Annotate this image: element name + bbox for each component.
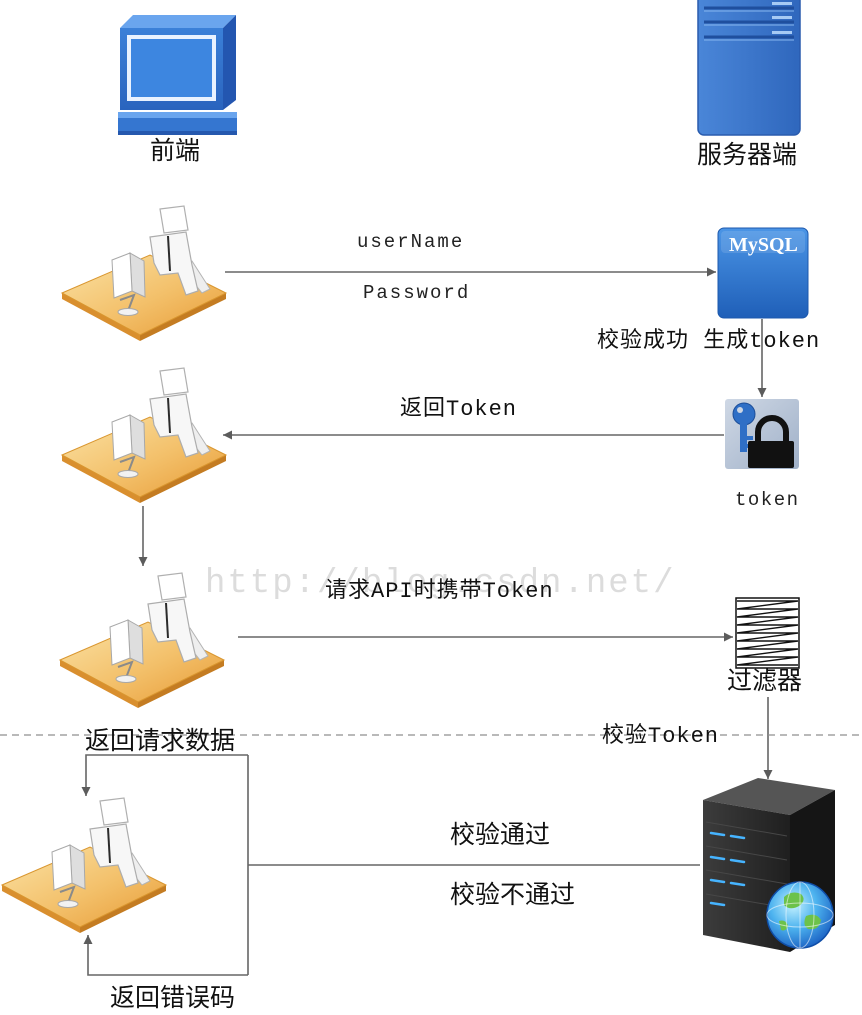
watermark-text: http://blog.csdn.net/ bbox=[205, 565, 676, 603]
return-error-label: 返回错误码 bbox=[110, 983, 236, 1012]
filter-icon bbox=[735, 597, 800, 669]
user-desk-icon bbox=[59, 572, 225, 709]
frontend-label: 前端 bbox=[150, 136, 201, 165]
user-desk-icon bbox=[1, 797, 167, 934]
arrow-return-data bbox=[81, 754, 248, 796]
token-label: token bbox=[735, 489, 800, 511]
username-label: userName bbox=[357, 231, 465, 253]
filter-label: 过滤器 bbox=[727, 666, 803, 695]
key-lock-icon bbox=[725, 399, 799, 469]
globe-icon bbox=[766, 881, 834, 949]
mysql-label: MySQL bbox=[729, 234, 798, 256]
return-token-label: 返回Token bbox=[400, 397, 518, 422]
status-led-icons bbox=[709, 831, 746, 907]
verify-fail-label: 校验不通过 bbox=[450, 880, 576, 909]
request-api-label: 请求API时携带Token bbox=[325, 579, 554, 604]
arrow-return-error bbox=[83, 935, 248, 976]
server-label: 服务器端 bbox=[697, 140, 798, 169]
server-rack-globe-icon bbox=[703, 778, 835, 952]
verify-token-label: 校验Token bbox=[602, 724, 720, 749]
user-desk-icon bbox=[61, 205, 227, 342]
monitor-icon bbox=[118, 15, 237, 135]
password-label: Password bbox=[363, 282, 471, 304]
connectors bbox=[81, 267, 773, 976]
token-generated-label: 校验成功 生成token bbox=[597, 329, 821, 354]
verify-pass-label: 校验通过 bbox=[450, 820, 551, 849]
return-data-label: 返回请求数据 bbox=[85, 726, 236, 755]
user-desk-icon bbox=[61, 367, 227, 504]
mysql-database-icon bbox=[717, 227, 809, 319]
server-tower-icon bbox=[697, 0, 801, 136]
